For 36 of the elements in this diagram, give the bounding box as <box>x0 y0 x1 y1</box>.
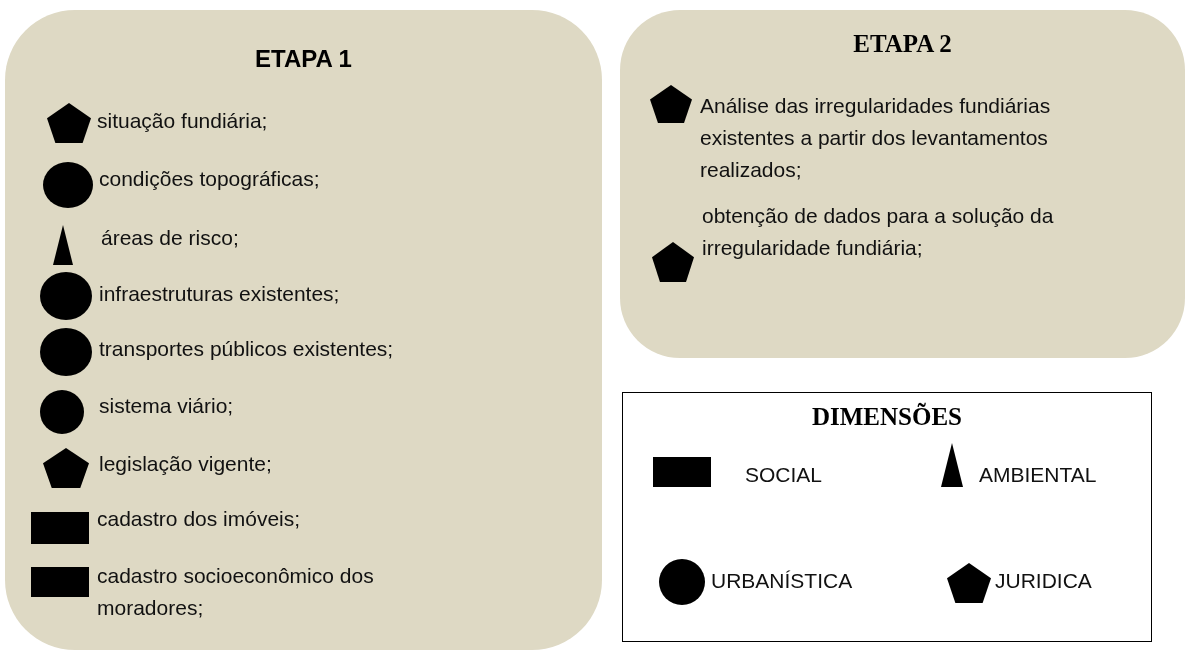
panel-heading: ETAPA 2 <box>852 30 953 58</box>
rectangle-icon <box>31 512 89 544</box>
item-label: JURIDICA <box>995 568 1093 594</box>
pentagon-icon <box>650 85 692 123</box>
pentagon-icon <box>947 563 991 603</box>
circle-icon <box>40 328 92 376</box>
circle-icon <box>40 390 84 434</box>
item-label: situação fundiária; <box>97 108 269 134</box>
item-label: cadastro dos imóveis; <box>97 506 302 532</box>
item-label: legislação vigente; <box>99 451 273 477</box>
item-label: URBANÍSTICA <box>711 568 854 594</box>
circle-icon <box>43 162 93 208</box>
rectangle-icon <box>31 567 89 597</box>
pentagon-icon <box>652 242 694 282</box>
panel-heading: DIMENSÕES <box>810 403 963 431</box>
item-label: condições topográficas; <box>99 166 321 192</box>
item-label: áreas de risco; <box>101 225 240 251</box>
triangle-icon <box>53 225 73 265</box>
item-label: obtenção de dados para a solução da irregularidade fundiária; <box>702 203 1055 261</box>
item-label: transportes públicos existentes; <box>99 336 395 362</box>
triangle-icon <box>941 443 963 487</box>
pentagon-icon <box>47 103 91 143</box>
item-label: sistema viário; <box>99 393 235 419</box>
stage-panel <box>5 10 602 650</box>
item-label: SOCIAL <box>745 462 824 488</box>
item-label: infraestruturas existentes; <box>99 281 341 307</box>
item-label: Análise das irregularidades fundiárias existentes a partir dos levantamentos realizados; <box>700 93 1052 183</box>
pentagon-icon <box>43 448 89 488</box>
circle-icon <box>659 559 705 605</box>
legend-panel <box>622 392 1152 642</box>
item-label: AMBIENTAL <box>979 462 1098 488</box>
rectangle-icon <box>653 457 711 487</box>
item-label: cadastro socioeconômico dos moradores; <box>97 563 375 621</box>
panel-heading: ETAPA 1 <box>254 45 353 73</box>
circle-icon <box>40 272 92 320</box>
stage-panel <box>620 10 1185 358</box>
